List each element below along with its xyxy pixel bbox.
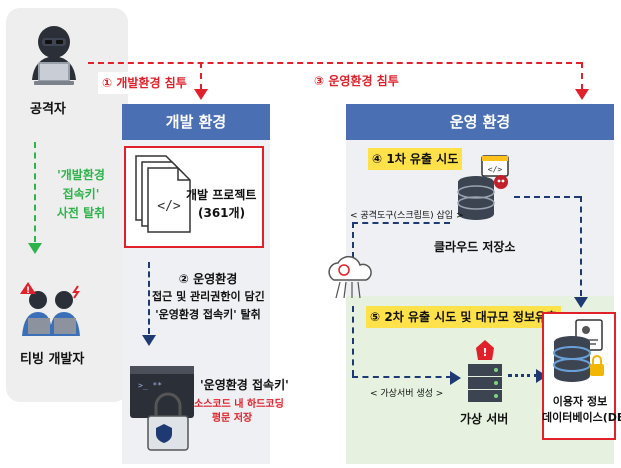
- step2-text: ② 운영환경 접근 및 관리권한이 담긴 '운영환경 접속키' 탈취: [152, 272, 265, 321]
- developer-label: 티빙 개발자: [20, 352, 85, 367]
- stolen-key-note: '개발환경 접속키' 사전 탈취: [56, 168, 106, 220]
- step5-label: ⑤ 2차 유출 시도 및 대규모 정보유출: [366, 306, 562, 328]
- cloud-network-icon: [322, 252, 378, 302]
- svg-text:</>: </>: [157, 199, 181, 214]
- step4-label: ④ 1차 유출 시도: [368, 148, 463, 170]
- svg-text:</>: </>: [488, 165, 503, 174]
- vserver-create-label: < 가상서버 생성 >: [370, 389, 444, 399]
- step2-line: [148, 262, 150, 334]
- project-label: 개발 프로젝트: [186, 188, 257, 202]
- flow-drop-dev: [200, 62, 202, 90]
- cloud-storage-icon: </>: [452, 152, 514, 226]
- key-title: '운영환경 접속키': [200, 378, 289, 392]
- step3-label: ③ 운영환경 침투: [310, 70, 403, 92]
- access-key-lock-icon: >_ **: [128, 360, 196, 454]
- green-dashed-line: [34, 142, 36, 242]
- navy-arrow-head-icon: [142, 332, 156, 346]
- project-count: (361개): [198, 206, 246, 220]
- navy-arrow-right-icon: [450, 370, 462, 385]
- tool-insert-label: < 공격도구(스크립트) 삽입 >: [350, 211, 464, 221]
- storage-to-db-line: [514, 196, 580, 198]
- dev-env-title: 개발 환경: [122, 104, 270, 140]
- hacker-icon: [26, 18, 82, 88]
- navy-arrow-head-icon: [574, 294, 588, 308]
- svg-text:!: !: [482, 346, 487, 359]
- developers-warning-icon: !: [16, 278, 86, 340]
- user-db-label: 이용자 정보 데이터베이스(DB): [542, 395, 621, 424]
- step1-label: ① 개발환경 침투: [98, 72, 191, 94]
- svg-text:>_ **: >_ **: [138, 381, 162, 390]
- cloud-down-line: [352, 306, 354, 376]
- svg-text:!: !: [26, 286, 30, 296]
- green-arrow-head-icon: [28, 240, 42, 254]
- tool-insert-line: [352, 222, 450, 224]
- attacker-label: 공격자: [30, 102, 66, 117]
- attack-flow-line: [88, 62, 582, 64]
- virtual-server-icon: !: [462, 340, 508, 404]
- ops-env-title: 운영 환경: [346, 104, 614, 140]
- create-server-line: [352, 376, 452, 378]
- key-note: 소스코드 내 하드코딩 평문 저장: [194, 399, 284, 424]
- red-arrow-head-icon: [194, 86, 208, 100]
- red-arrow-head-icon: [575, 86, 589, 100]
- navy-arrow-right-icon: [536, 368, 548, 383]
- cloud-up-line: [352, 222, 354, 258]
- project-files-icon: </>: [130, 152, 192, 238]
- storage-to-db-drop: [580, 196, 582, 296]
- flow-drop-ops: [581, 62, 583, 90]
- cloud-storage-label: 클라우드 저장소: [434, 240, 516, 254]
- server-db-link: [508, 374, 538, 377]
- database-lock-icon: [550, 318, 608, 384]
- virtual-server-label: 가상 서버: [460, 412, 509, 426]
